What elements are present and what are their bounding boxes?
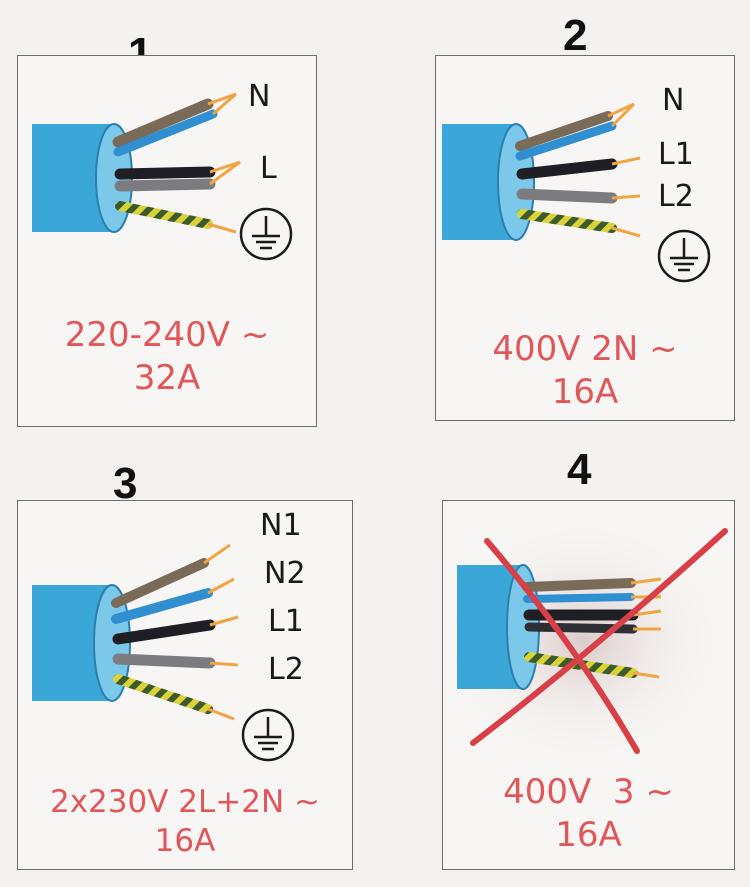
panel-number-4: 4 <box>567 445 592 494</box>
wire-blue <box>113 109 218 157</box>
wire-label-n: N <box>248 79 271 114</box>
spec-current: 32A <box>133 357 201 398</box>
wire-brown <box>515 111 613 151</box>
copper-tip-earth <box>207 707 235 721</box>
wire-grey <box>112 653 216 669</box>
cable-diagram-2 <box>442 102 641 241</box>
copper-tip-n2 <box>207 577 235 595</box>
wire-label-l1: L1 <box>658 137 694 172</box>
copper-tip-l1 <box>611 156 641 166</box>
wire-black <box>516 158 618 180</box>
wire-label-l: L <box>260 151 277 186</box>
earth-ground-icon <box>241 708 295 762</box>
spec-text-3: 2x230V 2L+2N ~ 16A <box>18 783 352 861</box>
cable-diagram-1 <box>32 92 241 234</box>
copper-tip-l2 <box>611 194 641 200</box>
wire-grey <box>516 188 618 204</box>
wiring-panel-4: 400V 3 ~ 16A <box>442 500 735 870</box>
wire-blue <box>111 588 213 624</box>
wire-brown <box>111 558 209 608</box>
wiring-panel-1: N L 220-240V ~ 32A <box>17 55 317 427</box>
spec-voltage: 2x230V 2L+2N ~ <box>49 784 320 820</box>
spec-text-1: 220-240V ~ 32A <box>18 314 316 399</box>
spec-voltage: 400V 3 ~ <box>503 772 674 812</box>
spec-current: 16A <box>551 371 619 412</box>
spec-voltage: 400V 2N ~ <box>492 329 678 369</box>
spec-current: 16A <box>154 822 216 859</box>
cable-diagram-3 <box>32 543 239 721</box>
copper-tip-earth <box>611 226 641 238</box>
copper-tip-earth <box>207 222 237 234</box>
wire-grey <box>114 178 216 192</box>
wire-label-n1: N1 <box>260 508 302 543</box>
cross-stroke-2 <box>470 528 728 746</box>
wire-label-l2: L2 <box>658 179 694 214</box>
spec-text-4: 400V 3 ~ 16A <box>443 771 734 856</box>
cable-diagram-4 <box>443 511 733 771</box>
wire-blue <box>515 121 617 161</box>
panel-number-2: 2 <box>563 11 588 60</box>
copper-tips <box>630 577 662 679</box>
wire-brown <box>112 98 214 148</box>
copper-tip-n <box>207 92 237 116</box>
copper-tip-n <box>607 102 636 128</box>
wiring-panel-2: N L1 L2 400V 2N ~ 16A <box>435 55 735 421</box>
wiring-panel-3: N1 N2 L1 L2 2x230V 2L+2N ~ 16A <box>17 500 353 870</box>
wire-earth <box>517 209 617 233</box>
wire-blue <box>523 593 635 603</box>
copper-tip-n1 <box>203 543 231 565</box>
copper-tip-l1 <box>209 615 239 627</box>
cross-stroke-1 <box>484 538 640 754</box>
wire-earth <box>115 201 213 229</box>
wire-label-n2: N2 <box>264 556 306 591</box>
spec-current: 16A <box>555 814 622 855</box>
panel-number-3: 3 <box>113 459 138 508</box>
wire-label-n: N <box>662 83 685 118</box>
earth-ground-icon <box>239 207 293 261</box>
wire-black <box>112 619 216 645</box>
copper-tip-l2 <box>209 661 239 667</box>
copper-tip-l <box>209 160 241 186</box>
wire-label-l1: L1 <box>268 604 304 639</box>
spec-voltage: 220-240V ~ <box>64 315 270 355</box>
earth-ground-icon <box>657 229 711 283</box>
wire-brown <box>522 578 636 592</box>
spec-text-2: 400V 2N ~ 16A <box>436 328 734 413</box>
wire-black <box>114 166 216 180</box>
wire-earth <box>113 674 213 714</box>
wire-label-l2: L2 <box>268 652 304 687</box>
